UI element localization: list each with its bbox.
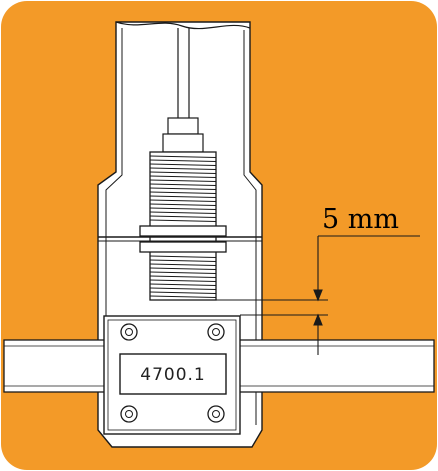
connector-nut [167, 117, 199, 135]
thread-line [149, 163, 217, 166]
thread-line [149, 267, 217, 270]
screw-icon-top-left [120, 323, 138, 341]
thread-line [149, 171, 217, 174]
nameplate-label: 4700.1 [140, 365, 205, 385]
dimension-lines [208, 235, 420, 355]
thread-line [149, 287, 217, 290]
thread-line [149, 291, 217, 294]
thread-line [149, 279, 217, 282]
housing-inner-lines [105, 28, 257, 425]
thread-line [149, 187, 217, 190]
thread-line [149, 167, 217, 170]
thread-line [149, 215, 217, 218]
thread-line [149, 179, 217, 182]
sensor-cable [177, 28, 190, 118]
clamp-inner [107, 319, 237, 431]
thread-line [149, 207, 217, 210]
thread-line [149, 211, 217, 214]
thread-line [149, 159, 217, 162]
thread-line [149, 199, 217, 202]
thread-line [149, 295, 217, 298]
screw-icon-top-right [207, 323, 225, 341]
nameplate [119, 353, 227, 395]
screw-icon-bottom-left [120, 405, 138, 423]
connector-body [162, 133, 204, 153]
lower-lock-nut [139, 241, 227, 253]
thread-line [149, 259, 217, 262]
dimension-label: 5 mm [322, 204, 399, 235]
torn-top-edge [115, 21, 251, 30]
thread-line [149, 219, 217, 222]
thread-line [149, 155, 217, 158]
thread-line [149, 275, 217, 278]
upper-lock-nut [139, 225, 227, 237]
thread-line [149, 175, 217, 178]
thread-line [149, 271, 217, 274]
thread-line [149, 195, 217, 198]
thread-line [149, 203, 217, 206]
thread-line [149, 183, 217, 186]
screw-icon-bottom-right [207, 405, 225, 423]
thread-line [149, 263, 217, 266]
thread-line [149, 283, 217, 286]
thread-line [149, 255, 217, 258]
thread-line [149, 191, 217, 194]
